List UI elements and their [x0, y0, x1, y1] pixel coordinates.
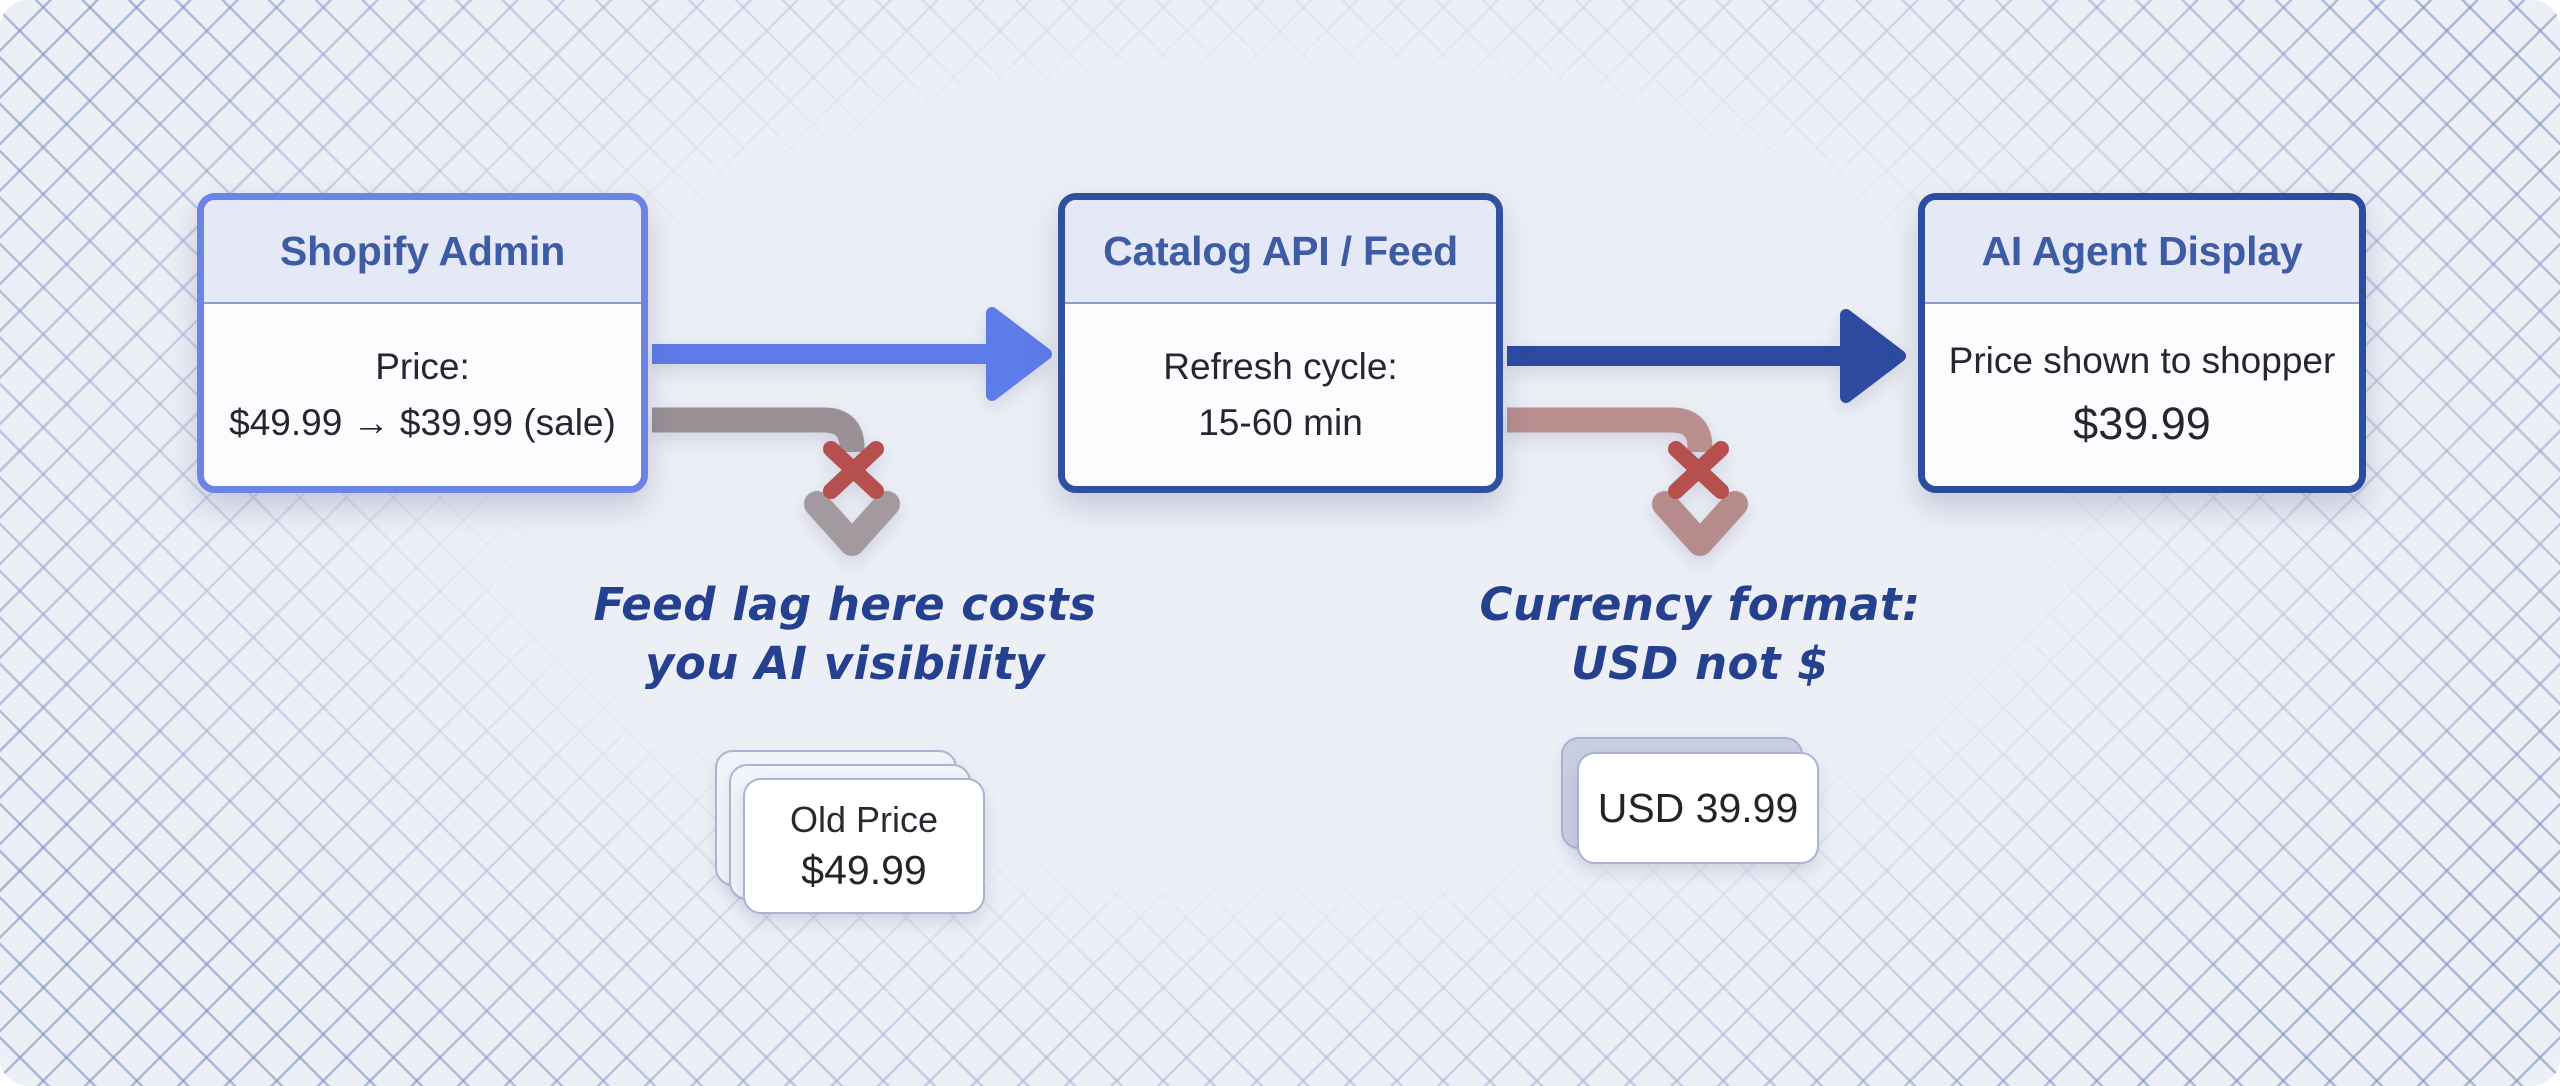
node-ai-agent-display: AI Agent Display Price shown to shopper … — [1918, 193, 2366, 493]
annotation-line: you AI visibility — [644, 636, 1045, 690]
node-catalog-api-feed-header: Catalog API / Feed — [1065, 200, 1496, 304]
node-body-price: $39.99 — [2073, 398, 2211, 449]
error-x-icon — [1668, 441, 1729, 499]
node-shopify-admin-header: Shopify Admin — [204, 200, 641, 304]
usd-price-card: USD 39.99 — [1577, 752, 1819, 864]
branch-currency-format — [1507, 407, 1748, 556]
node-title: Catalog API / Feed — [1103, 227, 1458, 274]
node-shopify-admin-body: Price: $49.99 → $39.99 (sale) — [204, 304, 641, 486]
annotation-line: USD not $ — [1571, 636, 1829, 690]
old-price-card-stack: Old Price $49.99 — [715, 750, 985, 914]
node-ai-agent-display-body: Price shown to shopper $39.99 — [1925, 304, 2359, 486]
branch-2-down-arrowhead-icon — [1652, 491, 1748, 556]
node-body-line: Price shown to shopper — [1948, 340, 2336, 381]
flow-arrow-2-head-icon — [1840, 309, 1906, 403]
node-body-line: Price: — [375, 346, 470, 387]
node-title: Shopify Admin — [279, 227, 566, 274]
annotation-feed-lag: Feed lag here costs you AI visibility — [594, 576, 1097, 693]
node-shopify-admin: Shopify Admin Price: $49.99 → $39.99 (sa… — [197, 193, 648, 493]
node-ai-agent-display-header: AI Agent Display — [1925, 200, 2359, 304]
branch-feed-lag — [652, 407, 900, 556]
annotation-currency-format: Currency format: USD not $ — [1479, 576, 1920, 693]
flow-arrow-admin-to-catalog — [652, 307, 1052, 401]
flow-arrow-catalog-to-agent — [1507, 309, 1906, 403]
flow-arrow-1-head-icon — [986, 307, 1052, 401]
node-body-line: 15-60 min — [1198, 402, 1363, 443]
node-body-line: $49.99 → $39.99 (sale) — [229, 402, 616, 443]
branch-2-elbow — [1507, 407, 1713, 452]
card-price: USD 39.99 — [1597, 784, 1799, 831]
annotation-line: Currency format: — [1479, 578, 1921, 631]
card-price: $49.99 — [801, 846, 927, 893]
usd-price-card-stack: USD 39.99 — [1561, 737, 1819, 864]
card-label: Old Price — [789, 798, 939, 840]
node-catalog-api-feed-body: Refresh cycle: 15-60 min — [1065, 304, 1496, 486]
node-catalog-api-feed: Catalog API / Feed Refresh cycle: 15-60 … — [1058, 193, 1503, 493]
old-price-card: Old Price $49.99 — [743, 778, 985, 914]
node-body-line: Refresh cycle: — [1163, 346, 1398, 387]
branch-1-down-arrowhead-icon — [804, 491, 900, 556]
annotation-line: Feed lag here costs — [593, 578, 1097, 631]
error-x-icon — [823, 441, 884, 499]
branch-1-elbow — [652, 407, 865, 452]
node-title: AI Agent Display — [1981, 227, 2303, 274]
